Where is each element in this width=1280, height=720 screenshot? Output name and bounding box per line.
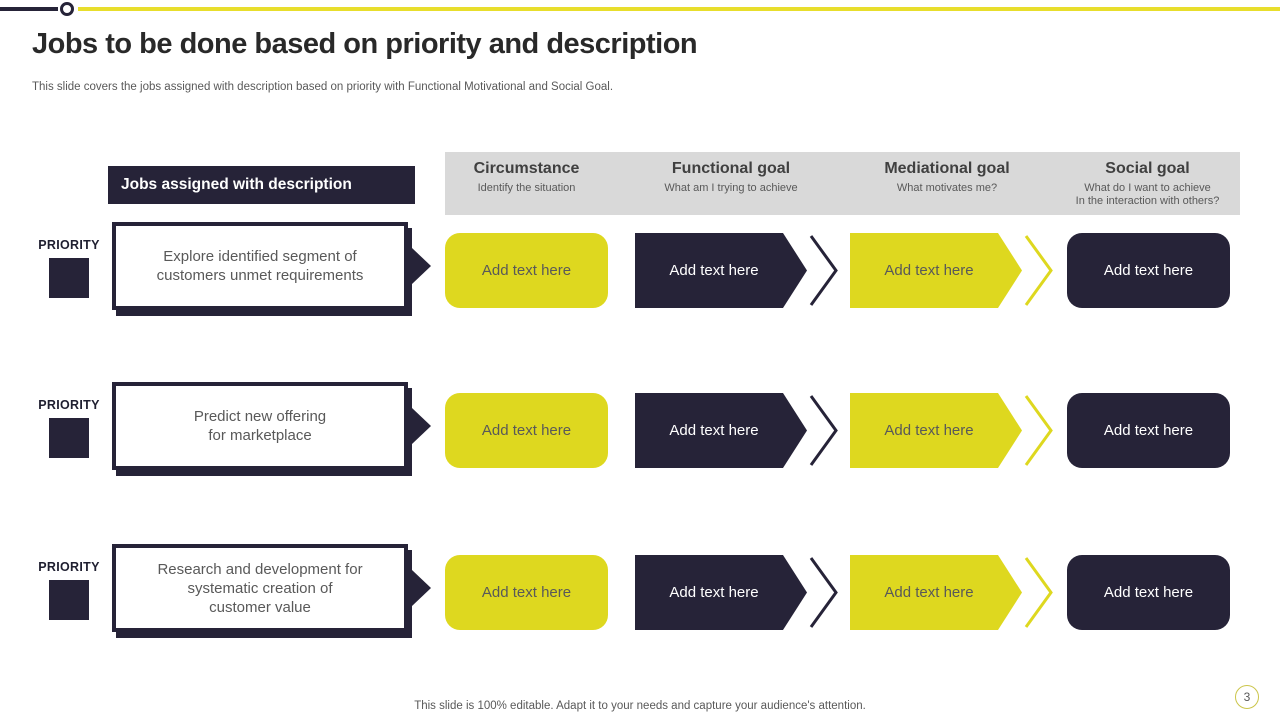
table-row: PRIORITY Explore identified segment of c… bbox=[0, 222, 1280, 332]
chevron-right-icon bbox=[1024, 233, 1054, 308]
column-subtitle: What motivates me? bbox=[896, 182, 998, 194]
arrow-right-icon bbox=[412, 408, 431, 444]
column-subtitle: What do I want to achieve In the interac… bbox=[1075, 182, 1220, 207]
add-text-button-mediational-goal[interactable]: Add text here bbox=[850, 233, 1022, 308]
job-description-box[interactable]: Explore identified segment of customers … bbox=[112, 222, 408, 310]
priority-label: PRIORITY bbox=[38, 398, 100, 412]
page-number-badge: 3 bbox=[1235, 685, 1259, 709]
top-accent-yellow-line bbox=[78, 7, 1280, 11]
priority-square bbox=[49, 418, 89, 458]
page-title: Jobs to be done based on priority and de… bbox=[32, 28, 698, 60]
column-title: Mediational goal bbox=[884, 160, 1010, 177]
chevron-right-icon bbox=[809, 233, 839, 308]
job-description-box[interactable]: Predict new offering for marketplace bbox=[112, 382, 408, 470]
arrow-right-icon bbox=[412, 570, 431, 606]
add-text-button-social-goal[interactable]: Add text here bbox=[1067, 555, 1230, 630]
column-header-functional-goal: Functional goal What am I trying to achi… bbox=[631, 160, 831, 195]
table-row: PRIORITY Predict new offering for market… bbox=[0, 382, 1280, 492]
column-subtitle: What am I trying to achieve bbox=[664, 182, 798, 194]
add-text-button-circumstance[interactable]: Add text here bbox=[445, 555, 608, 630]
column-title: Circumstance bbox=[473, 160, 580, 177]
top-accent-dark-line bbox=[0, 7, 58, 11]
job-description-box[interactable]: Research and development for systematic … bbox=[112, 544, 408, 632]
add-text-button-functional-goal[interactable]: Add text here bbox=[635, 555, 807, 630]
add-text-button-functional-goal[interactable]: Add text here bbox=[635, 393, 807, 468]
chevron-right-icon bbox=[809, 555, 839, 630]
chevron-right-icon bbox=[1024, 555, 1054, 630]
add-text-button-circumstance[interactable]: Add text here bbox=[445, 233, 608, 308]
add-text-button-mediational-goal[interactable]: Add text here bbox=[850, 555, 1022, 630]
column-title: Social goal bbox=[1105, 160, 1190, 177]
chevron-right-icon bbox=[809, 393, 839, 468]
priority-square bbox=[49, 580, 89, 620]
page-subtitle: This slide covers the jobs assigned with… bbox=[32, 81, 614, 93]
column-header-band bbox=[445, 152, 1240, 215]
chevron-right-icon bbox=[1024, 393, 1054, 468]
add-text-button-social-goal[interactable]: Add text here bbox=[1067, 393, 1230, 468]
footer-note: This slide is 100% editable. Adapt it to… bbox=[414, 700, 866, 712]
add-text-button-circumstance[interactable]: Add text here bbox=[445, 393, 608, 468]
add-text-button-functional-goal[interactable]: Add text here bbox=[635, 233, 807, 308]
arrow-right-icon bbox=[412, 248, 431, 284]
priority-label: PRIORITY bbox=[38, 560, 100, 574]
priority-label: PRIORITY bbox=[38, 238, 100, 252]
add-text-button-mediational-goal[interactable]: Add text here bbox=[850, 393, 1022, 468]
priority-square bbox=[49, 258, 89, 298]
column-header-mediational-goal: Mediational goal What motivates me? bbox=[847, 160, 1047, 195]
column-header-social-goal: Social goal What do I want to achieve In… bbox=[1047, 160, 1248, 208]
jobs-assigned-header: Jobs assigned with description bbox=[108, 166, 415, 204]
top-accent-circle-marker bbox=[60, 2, 74, 16]
table-row: PRIORITY Research and development for sy… bbox=[0, 544, 1280, 654]
column-header-circumstance: Circumstance Identify the situation bbox=[445, 160, 608, 195]
column-subtitle: Identify the situation bbox=[477, 182, 576, 194]
column-title: Functional goal bbox=[671, 160, 791, 177]
add-text-button-social-goal[interactable]: Add text here bbox=[1067, 233, 1230, 308]
